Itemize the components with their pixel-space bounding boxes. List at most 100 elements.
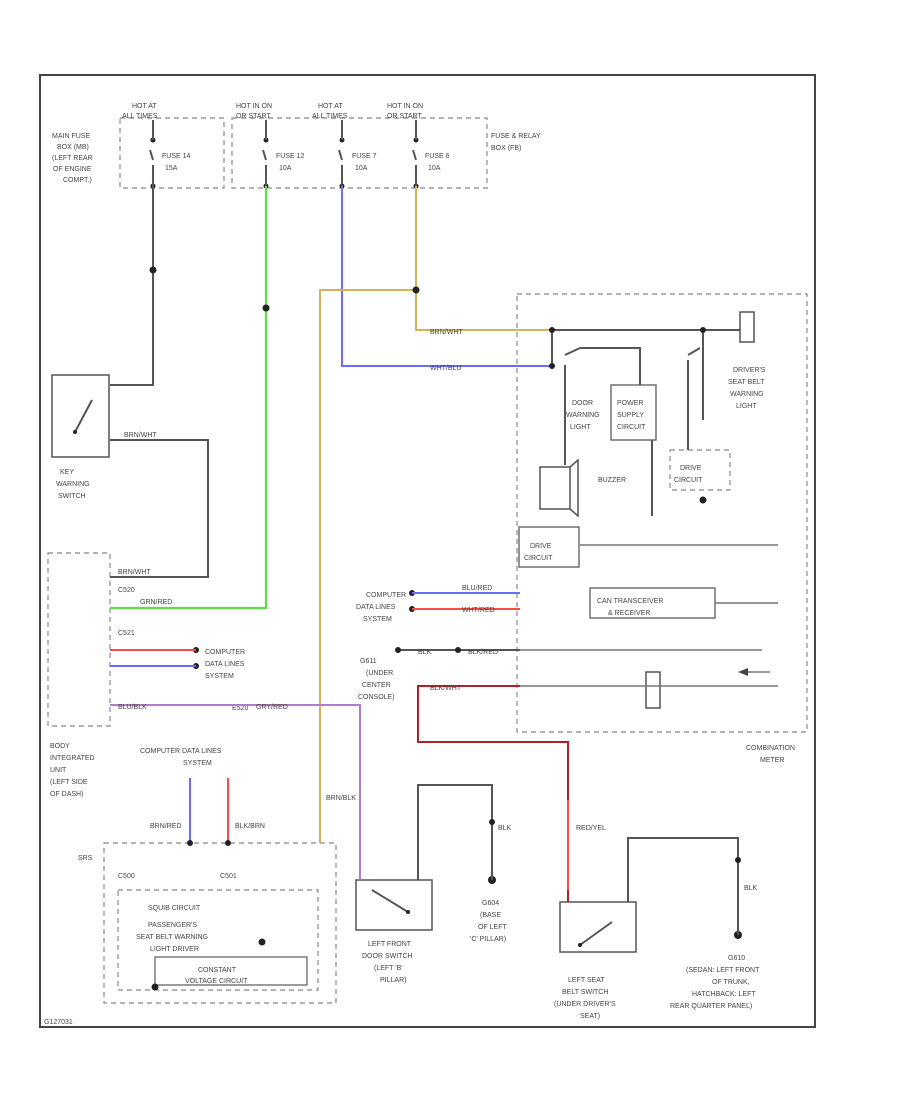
hot-label-4b: OR START xyxy=(387,113,422,120)
body-cpu-line2: DATA LINES xyxy=(205,661,245,668)
body-unit-line3: UNIT xyxy=(50,767,67,774)
g604-line1: G604 xyxy=(482,900,499,907)
g610-line5: REAR QUARTER PANEL) xyxy=(670,1003,752,1010)
seat-switch-line1: LEFT SEAT xyxy=(568,977,605,984)
wire-label-whtred: WHT/RED xyxy=(462,607,495,614)
main-fuse-box-line4: OF ENGINE xyxy=(53,166,92,173)
wire-yellow-to-meter xyxy=(415,290,552,331)
body-unit-line5: OF DASH) xyxy=(50,791,83,798)
door-switch-line2: DOOR SWITCH xyxy=(362,953,413,960)
pin-e520: E520 xyxy=(232,705,248,712)
diagram-frame xyxy=(39,74,816,1028)
drive-circuit-1-line2: CIRCUIT xyxy=(524,555,553,562)
srs-sub2-line3: LIGHT DRIVER xyxy=(150,946,199,953)
fuse14-rating: 15A xyxy=(165,165,178,172)
door-switch-line3: (LEFT 'B' xyxy=(374,965,403,972)
wire-blue-fuse7 xyxy=(341,186,552,367)
g610-line3: OF TRUNK, xyxy=(712,979,750,986)
g610-line1: G610 xyxy=(728,955,745,962)
drive-circuit-1-line1: DRIVE xyxy=(530,543,552,550)
wire-label-grnred: GRN/RED xyxy=(140,599,172,606)
g604-line3: OF LEFT xyxy=(478,924,508,931)
key-switch-line3: SWITCH xyxy=(58,493,86,500)
g611-line3: CENTER xyxy=(362,682,391,689)
ground-g610: G610 (SEDAN: LEFT FRONT OF TRUNK, HATCHB… xyxy=(670,931,760,1010)
srs-unit: SRS C500 C501 SQUIB CIRCUIT PASSENGER'S … xyxy=(78,748,337,1004)
body-cpu-line3: SYSTEM xyxy=(205,673,234,680)
fuse-relay-box-line2: BOX (FB) xyxy=(491,145,521,152)
drive-circuit-2-line1: DRIVE xyxy=(680,465,702,472)
power-supply-line3: CIRCUIT xyxy=(617,424,646,431)
srs-sub1: SQUIB CIRCUIT xyxy=(148,905,201,912)
ground-g604: G604 (BASE OF LEFT 'C' PILLAR) xyxy=(470,876,508,943)
srs-pin-c501: C501 xyxy=(220,873,237,880)
main-fuse-box: MAIN FUSE BOX (MB) (LEFT REAR OF ENGINE … xyxy=(52,103,225,189)
wire-label-blkred: BLK/RED xyxy=(468,649,498,656)
srs-label: SRS xyxy=(78,855,93,862)
fuse12-name: FUSE 12 xyxy=(276,153,305,160)
cpu-right-line3: SYSTEM xyxy=(363,616,392,623)
wire-darkred xyxy=(417,685,569,902)
hot-label-2b: OR START xyxy=(236,113,271,120)
main-fuse-box-line2: BOX (MB) xyxy=(57,144,89,151)
fuse-relay-box-line1: FUSE & RELAY xyxy=(491,133,541,140)
fuse7-name: FUSE 7 xyxy=(352,153,377,160)
cpu-right-line2: DATA LINES xyxy=(356,604,396,611)
body-unit-line1: BODY xyxy=(50,743,70,750)
wire-label-blublk: BLU/BLK xyxy=(118,704,147,711)
can-transceiver-line2: & RECEIVER xyxy=(608,610,650,617)
key-switch-line1: KEY xyxy=(60,469,74,476)
wire-label-brnwht-body: BRN/WHT xyxy=(118,569,151,576)
power-supply-line2: SUPPLY xyxy=(617,412,644,419)
wire-label-brnblk: BRN/BLK xyxy=(326,795,356,802)
key-warning-switch: KEY WARNING SWITCH xyxy=(51,374,110,500)
wire-label-brnwht-meter: BRN/WHT xyxy=(430,329,463,336)
drive-circuit-2-line2: CIRCUIT xyxy=(674,477,703,484)
hot-label-3b: ALL TIMES xyxy=(312,113,348,120)
drivers-light-line4: LIGHT xyxy=(736,403,757,410)
hot-label-1b: ALL TIMES xyxy=(122,113,158,120)
power-supply-line1: POWER xyxy=(617,400,643,407)
body-cpu-line1: COMPUTER xyxy=(205,649,245,656)
wire-yellow-fuse6 xyxy=(319,186,417,843)
hot-label-4a: HOT IN ON xyxy=(387,103,423,110)
body-unit-line4: (LEFT SIDE xyxy=(50,779,88,786)
key-switch-line2: WARNING xyxy=(56,481,90,488)
wire-label-whtblu: WHT/BLU xyxy=(430,365,462,372)
g610-line2: (SEDAN: LEFT FRONT xyxy=(686,967,760,974)
srs-sub3-line2: VOLTAGE CIRCUIT xyxy=(185,978,248,985)
hot-label-2a: HOT IN ON xyxy=(236,103,272,110)
pin-c520: C520 xyxy=(118,587,135,594)
fuse14-name: FUSE 14 xyxy=(162,153,191,160)
g611-line1: G611 xyxy=(360,658,377,665)
srs-sub2-line1: PASSENGER'S xyxy=(148,922,197,929)
fuse6-name: FUSE 6 xyxy=(425,153,450,160)
seat-switch-line4: SEAT) xyxy=(580,1013,600,1020)
diagram-id: G127031 xyxy=(44,1019,73,1026)
hot-label-1a: HOT AT xyxy=(132,103,157,110)
wire-label-blk: BLK xyxy=(418,649,432,656)
srs-pin-c500: C500 xyxy=(118,873,135,880)
left-front-door-switch: LEFT FRONT DOOR SWITCH (LEFT 'B' PILLAR) xyxy=(355,879,433,984)
wire-label-brnred: BRN/RED xyxy=(150,823,182,830)
g611-line4: CONSOLE) xyxy=(358,694,395,701)
g604-line2: (BASE xyxy=(480,912,501,919)
main-fuse-box-line5: COMPT.) xyxy=(63,177,92,184)
door-switch-line4: PILLAR) xyxy=(380,977,406,984)
drivers-light-line1: DRIVER'S xyxy=(733,367,766,374)
wire-green-fuse12 xyxy=(110,186,268,610)
fuse12-rating: 10A xyxy=(279,165,292,172)
wire-fuse14-key xyxy=(110,186,154,386)
wire-purple xyxy=(110,704,361,880)
ground-g611: G611 (UNDER CENTER CONSOLE) xyxy=(358,658,395,701)
wire-key-body xyxy=(110,439,209,578)
main-fuse-box-line3: (LEFT REAR xyxy=(52,155,93,162)
g604-line4: 'C' PILLAR) xyxy=(470,936,506,943)
fuse7-rating: 10A xyxy=(355,165,368,172)
srs-sub3-line1: CONSTANT xyxy=(198,967,237,974)
door-light-line1: DOOR xyxy=(572,400,593,407)
drivers-light-line2: SEAT BELT xyxy=(728,379,765,386)
left-seat-belt-switch: LEFT SEAT BELT SWITCH (UNDER DRIVER'S SE… xyxy=(554,901,637,1020)
combination-meter: COMBINATION METER DOOR WARNING LIGHT POW… xyxy=(356,293,808,764)
